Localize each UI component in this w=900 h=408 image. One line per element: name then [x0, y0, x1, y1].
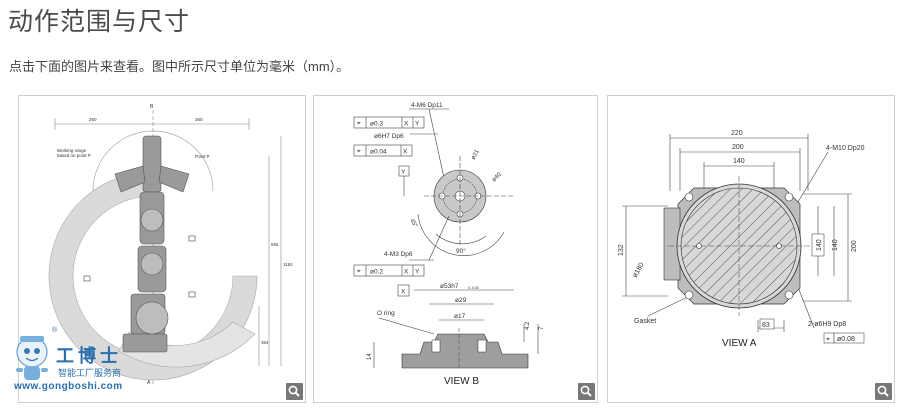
base-drawing: 220 200 140 4-M10 Dp20 132 140 140 200 ø…: [618, 130, 865, 349]
brand-name: 工博士: [56, 346, 122, 367]
dia-21: ø21: [471, 148, 482, 161]
tol3-symbol: ⌖: [357, 268, 361, 275]
height-140: 140: [832, 239, 839, 251]
tol-symbol: ⌖: [826, 336, 830, 343]
dia-29: ø29: [455, 297, 467, 304]
dim-right-1192: 1192: [283, 262, 293, 267]
flange-view-b-image[interactable]: 4-M6 Dp11 ⌖ ø0.3 X Y ø6H7 Dp6 ⌖ ø0.04 X …: [313, 95, 598, 403]
datum-y: Y: [401, 169, 406, 176]
height-132: 132: [618, 244, 625, 256]
tol3-value: ø0.2: [370, 269, 383, 276]
page-description: 点击下面的图片来查看。图中所示尺寸单位为毫米（mm）。: [9, 59, 350, 74]
working-range-drawing: 260 260 555 1192 364 Working range based…: [48, 104, 293, 386]
axis-label-a: A: [147, 380, 151, 386]
zoom-button[interactable]: [286, 383, 303, 400]
magnifier-icon: [877, 385, 889, 397]
dim-right-364: 364: [261, 340, 269, 345]
magnifier-icon: [288, 385, 300, 397]
mascot-logo-icon: [16, 336, 48, 380]
dia-17: ø17: [454, 313, 466, 320]
angle-90: 90°: [456, 247, 466, 255]
width-200: 200: [732, 144, 744, 151]
registered-mark: ®: [52, 327, 58, 334]
dim-top-left: 260: [89, 117, 97, 122]
oring-label: O ring: [377, 310, 395, 317]
tol3-datum-b: Y: [415, 269, 420, 276]
height-200: 200: [851, 240, 858, 252]
tol2-symbol: ⌖: [357, 148, 361, 155]
tol1-symbol: ⌖: [357, 120, 361, 127]
tap-m10-label: 4-M10 Dp20: [826, 145, 865, 152]
datum-x: X: [401, 289, 406, 296]
dim-top-right: 260: [195, 117, 203, 122]
base-view-a-image[interactable]: 220 200 140 4-M10 Dp20 132 140 140 200 ø…: [607, 95, 895, 403]
width-140: 140: [733, 158, 745, 165]
flange-drawing: 4-M6 Dp11 ⌖ ø0.3 X Y ø6H7 Dp6 ⌖ ø0.04 X …: [353, 102, 545, 387]
height-14: 14: [367, 353, 373, 360]
page-title: 动作范围与尺寸: [8, 8, 191, 36]
dim-right-555: 555: [271, 242, 279, 247]
dia-40: ø40: [491, 171, 503, 183]
brand-url: www.gongboshi.com: [14, 381, 123, 392]
gasket-label: Gasket: [634, 318, 656, 325]
height-140-boxed: 140: [816, 239, 823, 251]
zoom-button[interactable]: [875, 383, 892, 400]
note-working-range: Working range: [57, 148, 87, 153]
magnifier-icon: [580, 385, 592, 397]
note-point-p: Point P: [195, 154, 210, 159]
height-7: 7: [539, 326, 545, 330]
note-based-on-point: based on point P: [57, 153, 91, 158]
dia-53: ø53h7: [440, 283, 459, 290]
tol3-datum-a: X: [404, 269, 409, 276]
tol-value: ø0.08: [837, 336, 855, 343]
zoom-button[interactable]: [578, 383, 595, 400]
diameter-180: ø180: [632, 262, 646, 279]
working-range-image[interactable]: 260 260 555 1192 364 Working range based…: [18, 95, 306, 403]
view-b-label: VIEW B: [444, 376, 479, 387]
view-a-label: VIEW A: [722, 338, 757, 349]
hole-label: ø6H7 Dp6: [374, 133, 404, 140]
width-220: 220: [731, 130, 743, 137]
tol1-datum-b: Y: [415, 121, 420, 128]
tol2-value: ø0.04: [370, 149, 387, 156]
tol2-datum-a: X: [403, 149, 408, 156]
angle-45: 45°: [408, 218, 418, 229]
tap-bottom-label: 4-M3 Dp6: [384, 251, 413, 258]
tol1-value: ø0.3: [370, 121, 383, 128]
tap-top-label: 4-M6 Dp11: [411, 102, 443, 109]
dim-83: 83: [762, 322, 770, 329]
axis-label-b: B: [150, 104, 154, 110]
height-4-2: 4.2: [525, 321, 531, 330]
brand-tagline: 智能工厂服务商: [58, 368, 122, 378]
dia-53-tolerance: 0 -0.03: [468, 286, 479, 290]
pins-label: 2-ø6H9 Dp8: [808, 321, 846, 328]
tol1-datum-a: X: [404, 121, 409, 128]
